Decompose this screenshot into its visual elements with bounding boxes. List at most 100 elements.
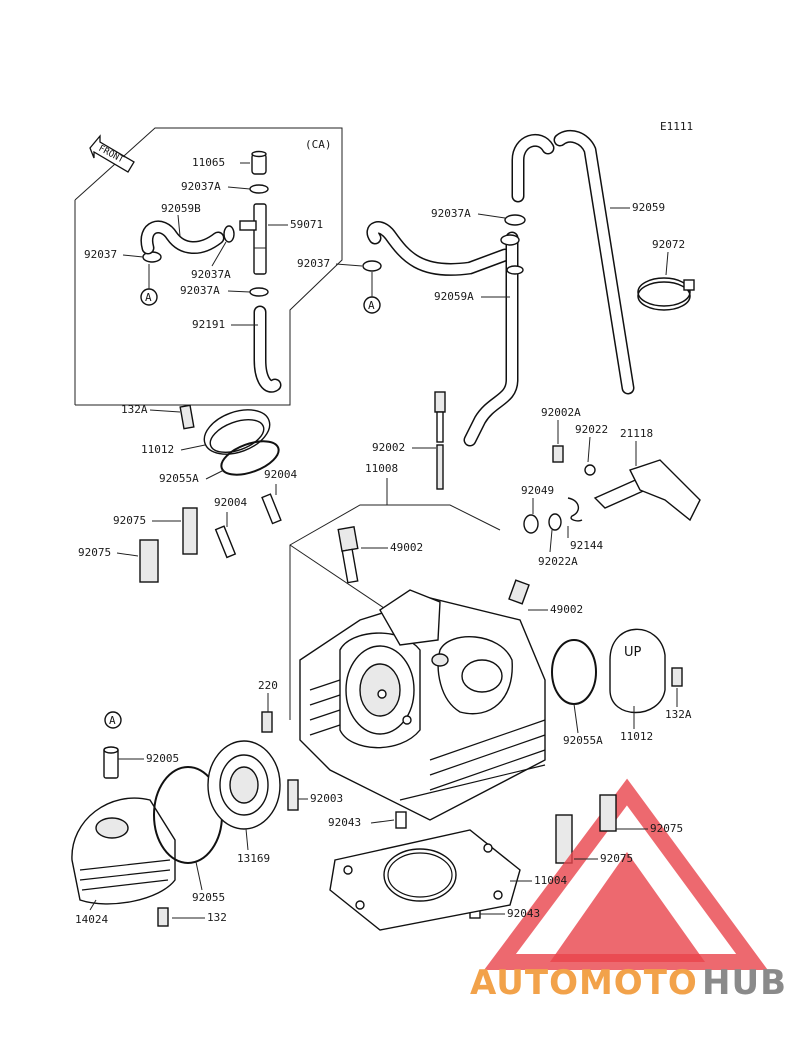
leader-line [205, 469, 225, 480]
part-number-label: 92004 [264, 468, 297, 481]
part-number-label: 92037A [191, 268, 231, 281]
shims [139, 507, 198, 583]
callout-a-icon [104, 711, 122, 729]
clamp-icon [500, 234, 520, 246]
part-number-label: 92037 [84, 248, 117, 261]
part-13169 [207, 740, 281, 830]
valves [337, 525, 530, 605]
part-labels: 1106592037A92059B590719203792037A92037A9… [75, 156, 692, 926]
part-number-label: 92037A [181, 180, 221, 193]
right-cover: UP [551, 628, 683, 714]
part-number-label: 92002A [541, 406, 581, 419]
part-number-label: 92043 [507, 907, 540, 920]
leader-line [573, 703, 579, 734]
part-number-label: 14024 [75, 913, 108, 926]
part-number-label: 49002 [390, 541, 423, 554]
part-number-label: 21118 [620, 427, 653, 440]
part-number-label: 92022 [575, 423, 608, 436]
part-number-label: 11004 [534, 874, 567, 887]
shim-stack-icon [599, 794, 617, 832]
part-number-label: 92059A [434, 290, 474, 303]
part-number-label: 92075 [78, 546, 111, 559]
part-number-label: 92022A [538, 555, 578, 568]
part-number-label: 132A [665, 708, 692, 721]
part-number-label: 92005 [146, 752, 179, 765]
small-fittings: A [103, 711, 481, 919]
leader-line [245, 828, 249, 851]
part-92072 [637, 277, 695, 311]
leader-line [195, 861, 203, 891]
part-number-label: 92191 [192, 318, 225, 331]
diagram-code: E1111 [660, 120, 693, 133]
leader-line [122, 254, 144, 258]
upper-left-cover [179, 404, 280, 476]
part-number-label: 11008 [365, 462, 398, 475]
leader-line [335, 263, 363, 267]
leader-line [227, 290, 251, 293]
leader-line [149, 409, 181, 413]
clamp-icon [223, 225, 235, 243]
part-number-label: 92004 [214, 496, 247, 509]
part-number-label: 92072 [652, 238, 685, 251]
part-number-label: 92055 [192, 891, 225, 904]
part-number-label: 92037A [180, 284, 220, 297]
part-number-label: 92002 [372, 441, 405, 454]
leader-line [116, 552, 139, 557]
part-number-label: 59071 [290, 218, 323, 231]
part-number-label: 92059B [161, 202, 201, 215]
part-number-label: 92037 [297, 257, 330, 270]
part-11065 [251, 150, 267, 175]
part-number-label: 92075 [600, 852, 633, 865]
part-number-label: 13169 [237, 852, 270, 865]
svg-text:A: A [109, 714, 116, 727]
svg-text:A: A [145, 291, 152, 304]
part-number-label: 92055A [159, 472, 199, 485]
part-59071 [239, 203, 267, 275]
leader-line [89, 899, 97, 911]
cover-mark: UP [624, 645, 642, 660]
clamp-icon [249, 287, 269, 297]
part-number-label: 92003 [310, 792, 343, 805]
leader-line [227, 186, 251, 190]
leader-line [665, 251, 669, 276]
part-number-label: 11012 [141, 443, 174, 456]
leader-line [177, 214, 181, 237]
part-number-label: 49002 [550, 603, 583, 616]
breather-hoses: A [362, 129, 695, 447]
leader-line [549, 529, 553, 553]
cylinder-head [289, 504, 546, 821]
leader-line [180, 444, 206, 451]
svg-text:A: A [368, 299, 375, 312]
part-number-label: 11065 [192, 156, 225, 169]
watermark-text-2: HUB [702, 963, 787, 1003]
leader-line [477, 213, 506, 219]
part-number-label: 92075 [650, 822, 683, 835]
leader-line [370, 819, 395, 824]
part-11004 [329, 814, 573, 931]
part-number-label: 92037A [431, 207, 471, 220]
watermark-text-1: AUTOMOTO [470, 963, 698, 1003]
part-number-label: 11012 [620, 730, 653, 743]
clamp-icon [504, 214, 526, 226]
part-number-label: 132 [207, 911, 227, 924]
clamp-icon [362, 260, 382, 272]
part-number-label: 92075 [113, 514, 146, 527]
leader-line [587, 436, 591, 463]
studs [214, 391, 564, 559]
head-cover [71, 766, 223, 927]
part-number-label: 92043 [328, 816, 361, 829]
clamp-icon [506, 265, 524, 275]
leader-line [211, 241, 227, 267]
clamp-icon [249, 184, 269, 194]
variant-label: (CA) [305, 138, 332, 151]
part-number-label: 92055A [563, 734, 603, 747]
part-number-label: 92049 [521, 484, 554, 497]
part-number-label: 92144 [570, 539, 603, 552]
part-21118 [523, 459, 701, 534]
watermark-logo [484, 778, 768, 970]
part-number-label: 132A [121, 403, 148, 416]
ca-inset: (CA) FRONT A [74, 127, 343, 406]
part-number-label: 92059 [632, 201, 665, 214]
part-number-label: 220 [258, 679, 278, 692]
